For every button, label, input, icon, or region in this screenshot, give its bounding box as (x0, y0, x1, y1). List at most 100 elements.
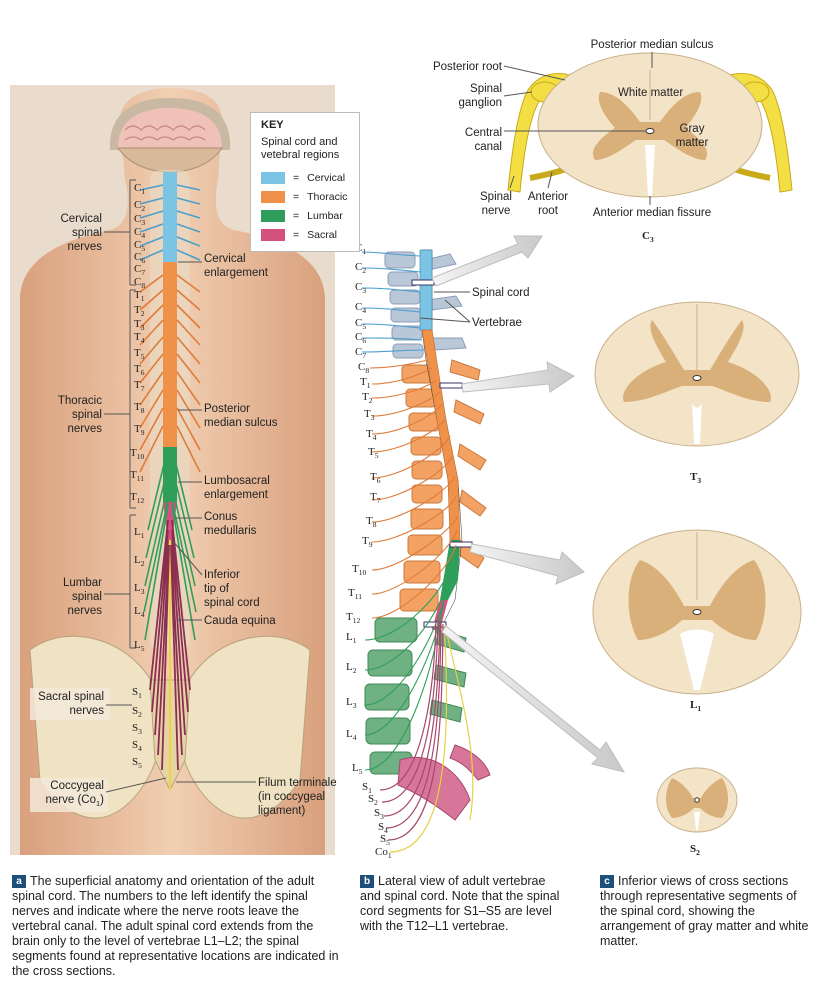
vertebrae-label: Vertebrae (472, 317, 522, 329)
svg-text:Posterior root: Posterior root (433, 61, 503, 73)
cross-section-c3 (505, 52, 810, 217)
svg-text:T8: T8 (134, 401, 145, 415)
key-row-sacral: = Sacral (261, 225, 349, 244)
svg-text:S4: S4 (132, 739, 142, 753)
svg-text:T7: T7 (134, 379, 145, 393)
svg-text:T4: T4 (134, 331, 145, 345)
svg-text:S4: S4 (378, 821, 388, 835)
badge-b: b (360, 875, 374, 888)
svg-text:L1: L1 (134, 526, 145, 540)
panel-b-illustration (361, 249, 491, 853)
svg-text:C5: C5 (134, 239, 145, 253)
svg-text:L5: L5 (352, 762, 363, 776)
svg-text:S5: S5 (132, 756, 142, 770)
svg-text:T3: T3 (690, 471, 701, 485)
cervical-swatch (261, 171, 285, 184)
svg-text:T2: T2 (134, 304, 145, 318)
svg-text:T6: T6 (134, 363, 145, 377)
svg-text:L3: L3 (134, 582, 145, 596)
svg-text:T1: T1 (360, 376, 371, 390)
key-subtitle: Spinal cord and vetebral regions (261, 136, 340, 161)
svg-text:White matter: White matter (618, 87, 683, 99)
svg-text:Posterior median sulcus: Posterior median sulcus (591, 39, 714, 51)
svg-text:Cauda equina: Cauda equina (204, 615, 276, 627)
svg-text:C5: C5 (355, 317, 366, 331)
svg-text:L2: L2 (346, 661, 357, 675)
svg-text:L3: L3 (346, 696, 357, 710)
svg-text:C3: C3 (355, 281, 366, 295)
svg-text:C3: C3 (134, 213, 145, 227)
svg-text:C4: C4 (134, 226, 145, 240)
svg-text:Co1: Co1 (375, 846, 392, 860)
color-key: KEY Spinal cord and vetebral regions = C… (250, 112, 360, 252)
svg-text:L5: L5 (134, 639, 145, 653)
key-row-cervical: = Cervical (261, 168, 349, 187)
caption-c-text: Inferior views of cross sections through… (600, 874, 809, 948)
svg-text:C7: C7 (134, 263, 145, 277)
key-row-thoracic: = Thoracic (261, 187, 349, 206)
badge-c: c (600, 875, 614, 888)
svg-text:T12: T12 (346, 611, 360, 625)
svg-text:T8: T8 (366, 515, 377, 529)
cross-section-l1: L1 (588, 520, 806, 713)
svg-text:C6: C6 (134, 251, 145, 265)
svg-text:T7: T7 (370, 491, 381, 505)
svg-text:T9: T9 (134, 423, 145, 437)
svg-text:C2: C2 (134, 199, 145, 213)
panel-b-segment-labels: C1 C2 C3 C4 C5 C6 C7 C8 T1 T2 T3 T4 T5 T… (346, 242, 392, 860)
svg-text:L1: L1 (690, 699, 701, 713)
panel-a-segment-labels: C1 C2 C3 C4 C5 C6 C7 C8 T1 T2 T3 T4 T5 T… (130, 182, 145, 770)
svg-text:T4: T4 (366, 428, 377, 442)
svg-text:S2: S2 (132, 705, 142, 719)
badge-a: a (12, 875, 26, 888)
caption-b-text: Lateral view of adult vertebrae and spin… (360, 874, 560, 933)
key-title: KEY (261, 119, 284, 131)
svg-text:T11: T11 (348, 587, 362, 601)
svg-text:S3: S3 (374, 807, 384, 821)
svg-text:L1: L1 (346, 631, 357, 645)
svg-text:L4: L4 (346, 728, 357, 742)
svg-text:C6: C6 (355, 331, 366, 345)
svg-text:T3: T3 (364, 408, 375, 422)
svg-text:T9: T9 (362, 535, 373, 549)
cross-section-s2: S2 (652, 764, 742, 857)
svg-text:S1: S1 (362, 781, 372, 795)
svg-text:C4: C4 (355, 301, 366, 315)
svg-text:C8: C8 (358, 361, 369, 375)
svg-text:S3: S3 (132, 722, 142, 736)
sacral-swatch (261, 228, 285, 241)
svg-text:T3: T3 (134, 318, 145, 332)
section-pointer-arrows (431, 235, 626, 773)
svg-text:L4: L4 (134, 605, 145, 619)
svg-text:T5: T5 (134, 347, 145, 361)
svg-text:C1: C1 (134, 182, 145, 196)
key-row-lumbar: = Lumbar (261, 206, 349, 225)
svg-text:S5: S5 (380, 833, 390, 847)
spinal-cord-label: Spinal cord (472, 287, 530, 299)
svg-text:T5: T5 (368, 446, 379, 460)
svg-text:T10: T10 (352, 563, 366, 577)
svg-text:C8: C8 (134, 276, 145, 290)
svg-text:S2: S2 (690, 843, 700, 857)
svg-text:C3: C3 (642, 230, 654, 244)
